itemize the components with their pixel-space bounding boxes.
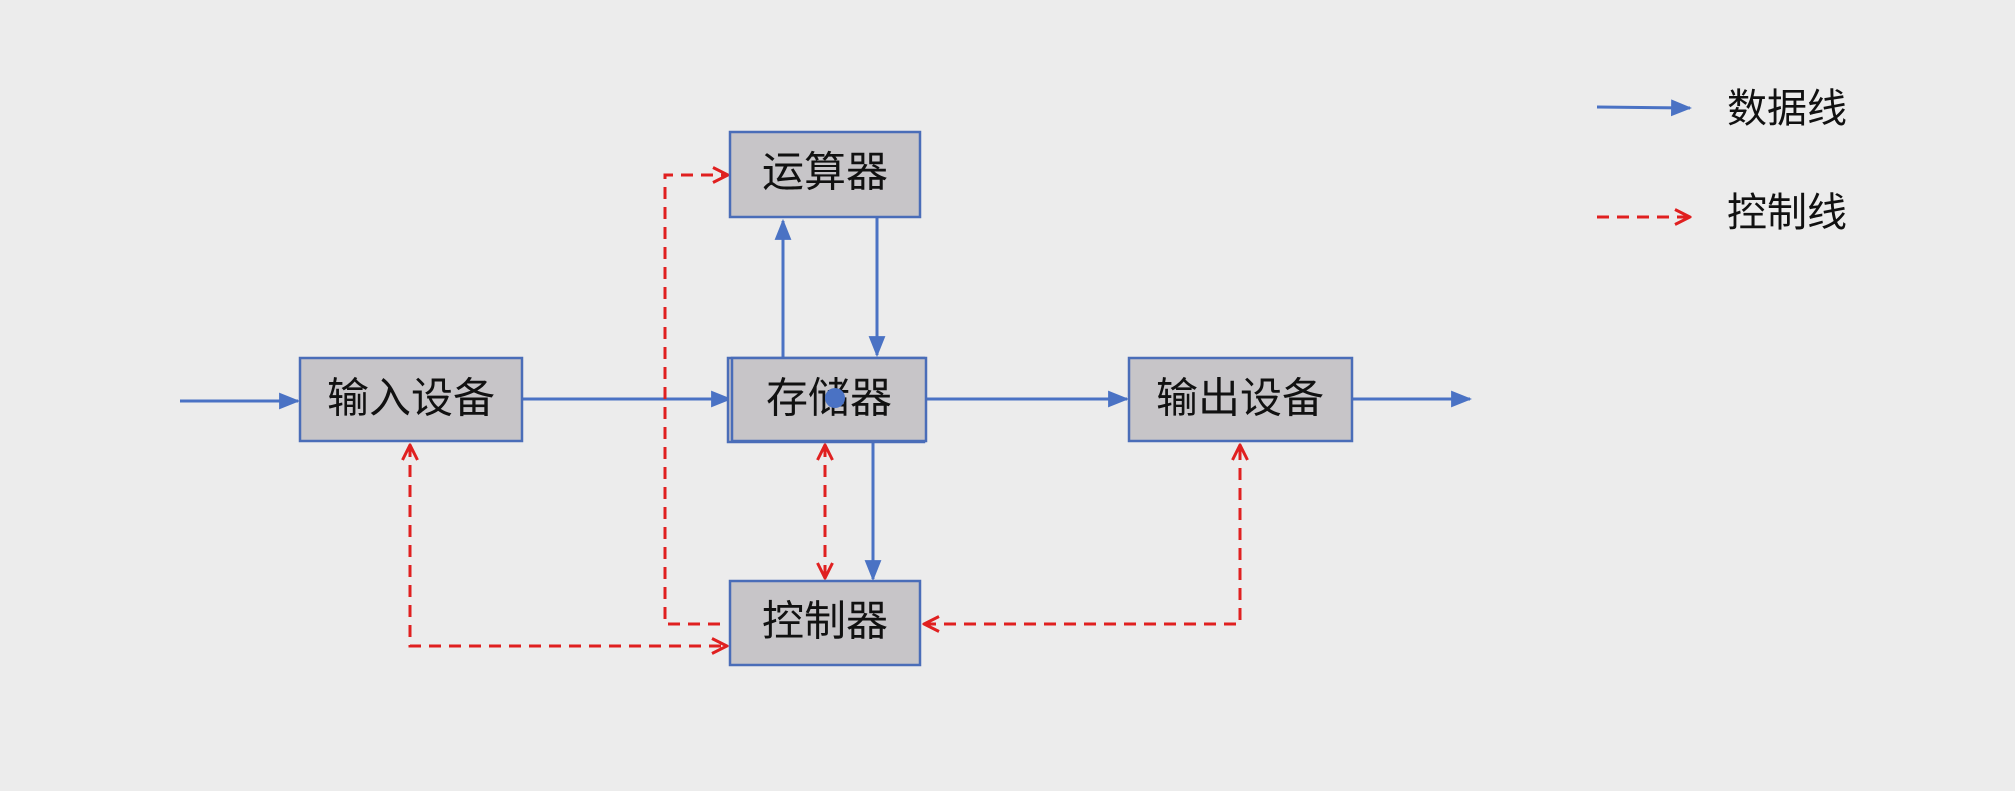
legend-data-line-sample — [1596, 99, 1693, 117]
legend-data-label: 数据线 — [1727, 86, 1847, 132]
legend: 数据线 控制线 — [1596, 86, 1847, 236]
node-alu-label: 运算器 — [762, 148, 888, 197]
control-line-controller-output — [924, 445, 1240, 624]
node-output-device-label: 输出设备 — [1156, 374, 1324, 423]
node-controller: 控制器 — [728, 579, 922, 667]
node-input-device: 输入设备 — [298, 356, 524, 443]
node-alu: 运算器 — [728, 130, 922, 219]
node-input-device-label: 输入设备 — [327, 374, 495, 423]
node-output-device: 输出设备 — [1127, 356, 1354, 443]
cursor-dot — [825, 388, 845, 408]
node-memory: 存储器 — [726, 356, 928, 444]
node-controller-label: 控制器 — [762, 597, 888, 646]
legend-control-label: 控制线 — [1727, 190, 1847, 236]
control-line-controller-input — [410, 445, 727, 646]
